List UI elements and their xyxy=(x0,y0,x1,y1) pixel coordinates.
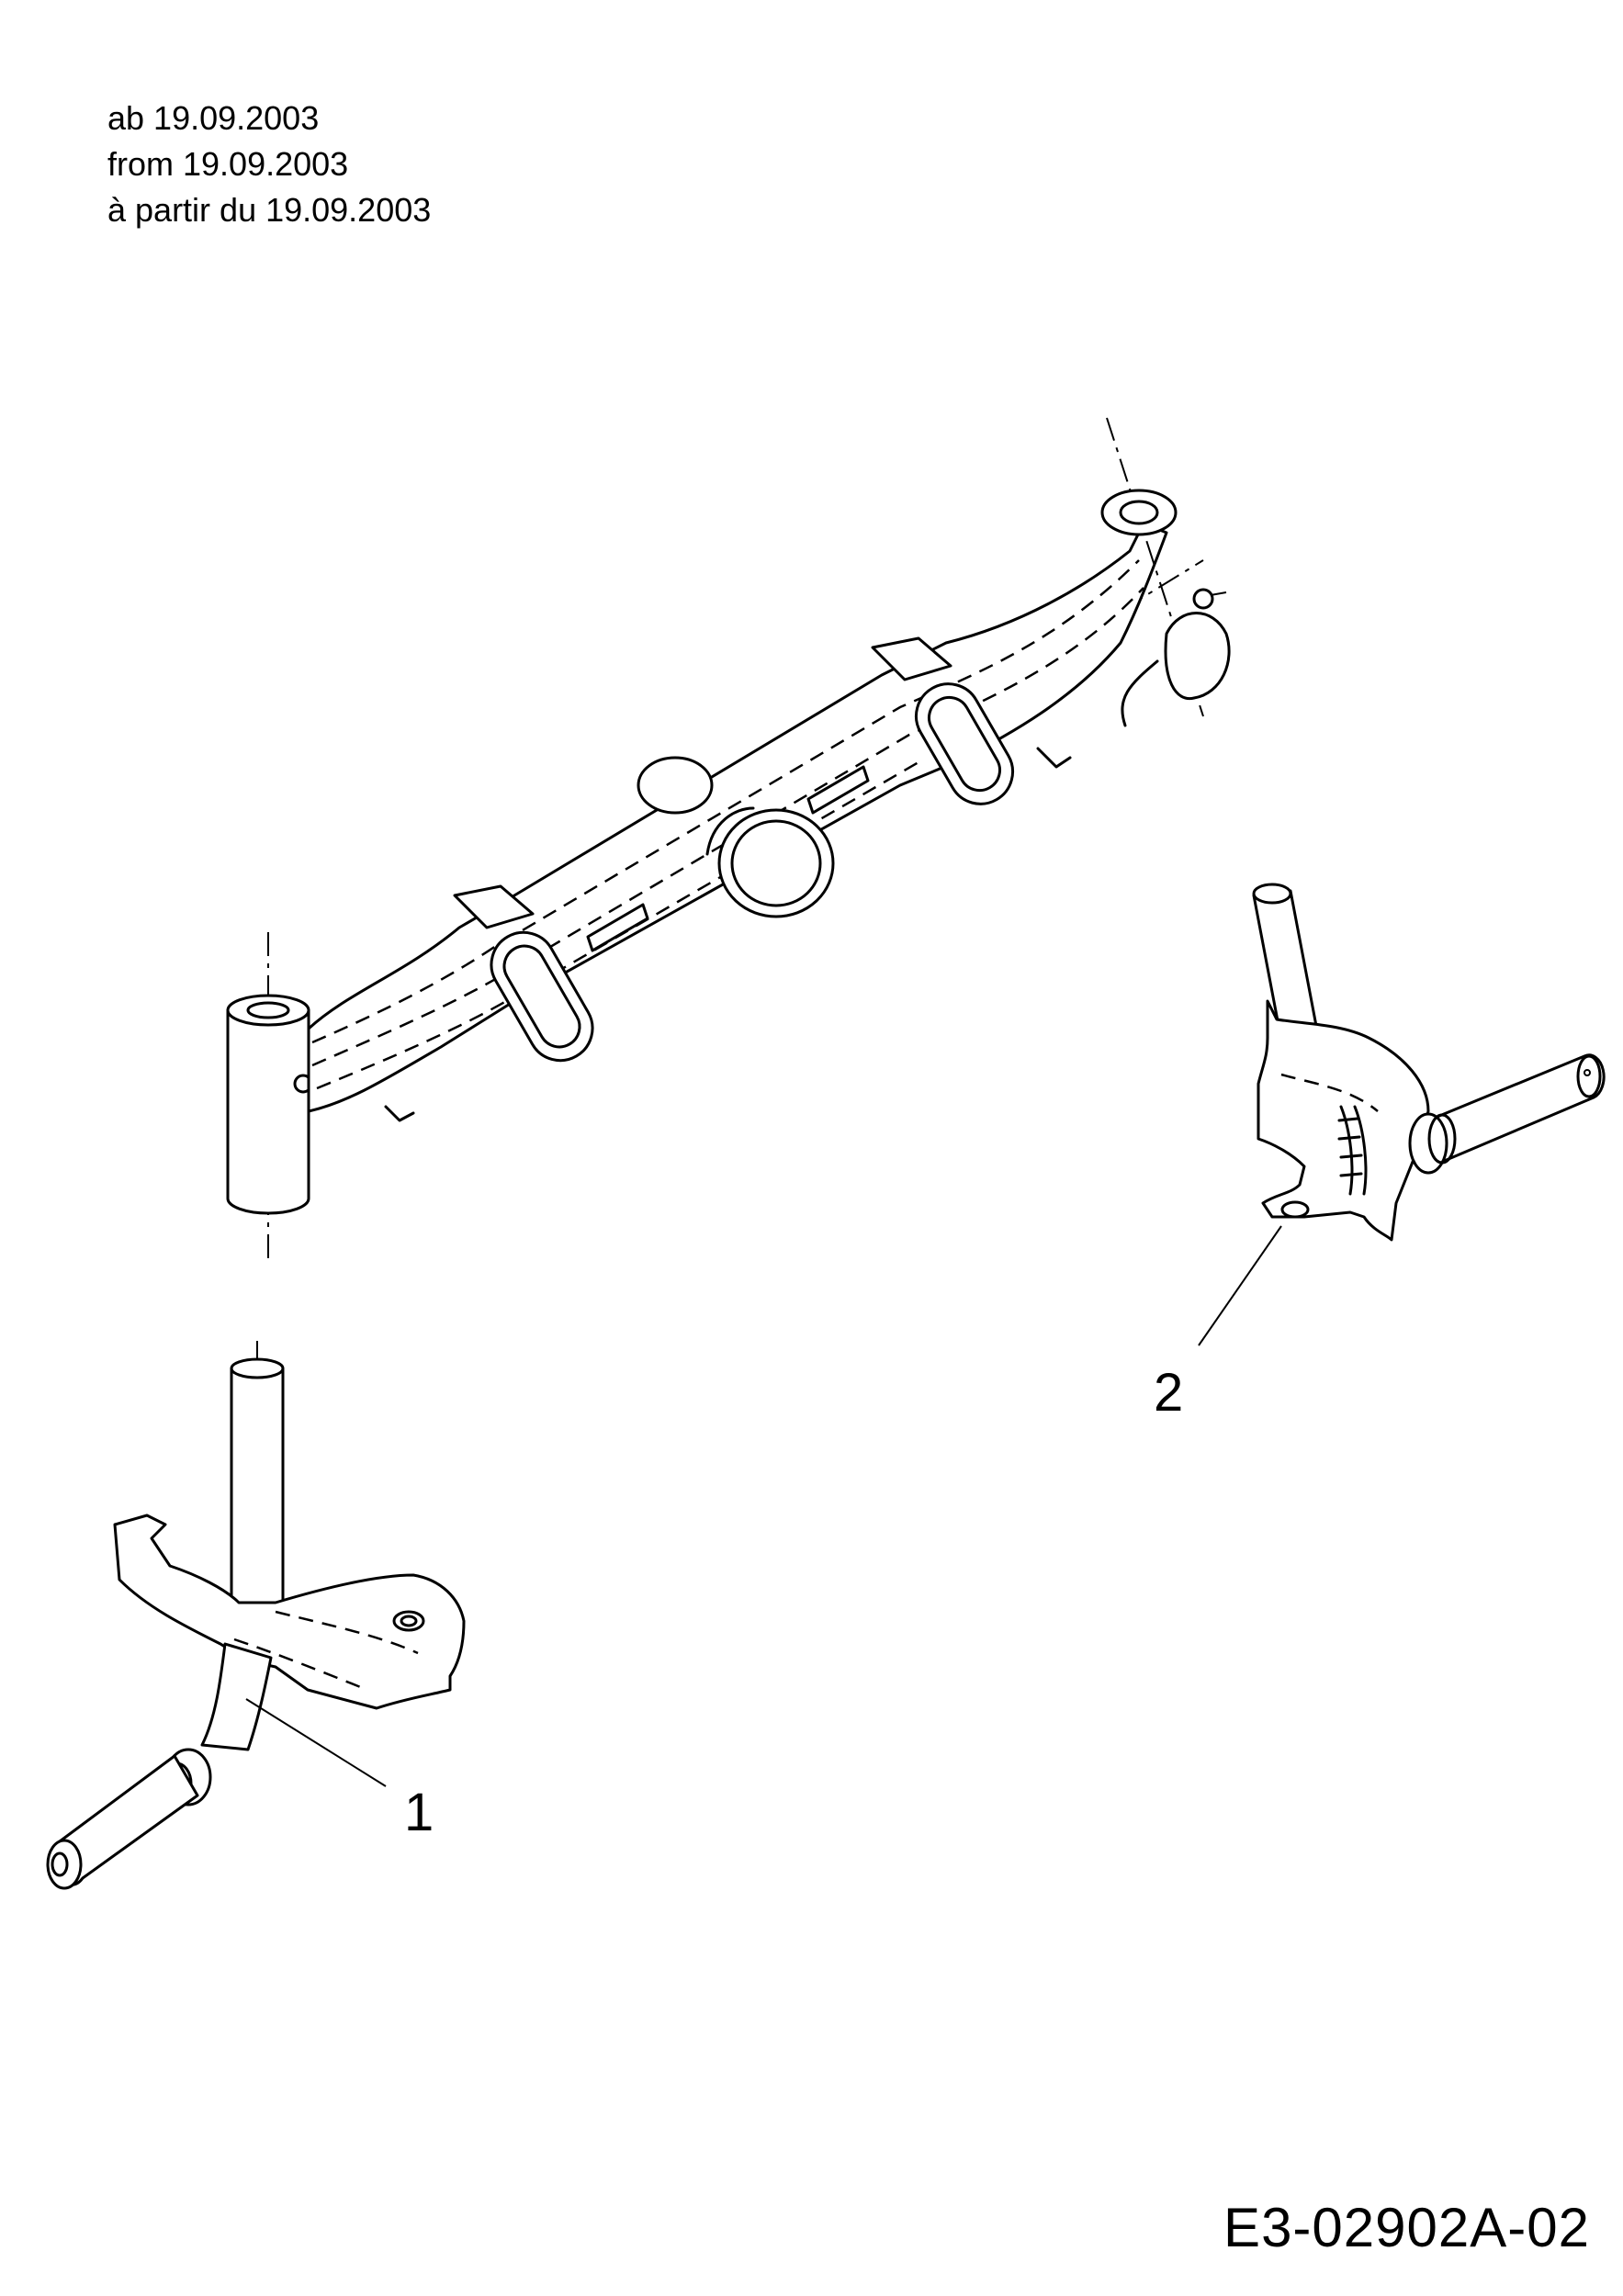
front-axle-beam xyxy=(226,417,1231,1263)
right-steering-knuckle xyxy=(1252,883,1606,1242)
callout-part-2: 2 xyxy=(1154,1363,1184,1423)
validity-note-en: from 19.09.2003 xyxy=(107,145,349,183)
leader-line-2 xyxy=(1198,1225,1282,1346)
callout-part-1: 1 xyxy=(404,1783,434,1842)
validity-note: ab 19.09.2003 from 19.09.2003 à partir d… xyxy=(107,96,431,233)
drawing-id: E3-02902A-02 xyxy=(1223,2197,1590,2258)
validity-note-de: ab 19.09.2003 xyxy=(107,99,320,137)
validity-note-fr: à partir du 19.09.2003 xyxy=(107,191,432,229)
left-steering-knuckle xyxy=(46,1341,466,1890)
leader-line-1 xyxy=(245,1698,387,1787)
